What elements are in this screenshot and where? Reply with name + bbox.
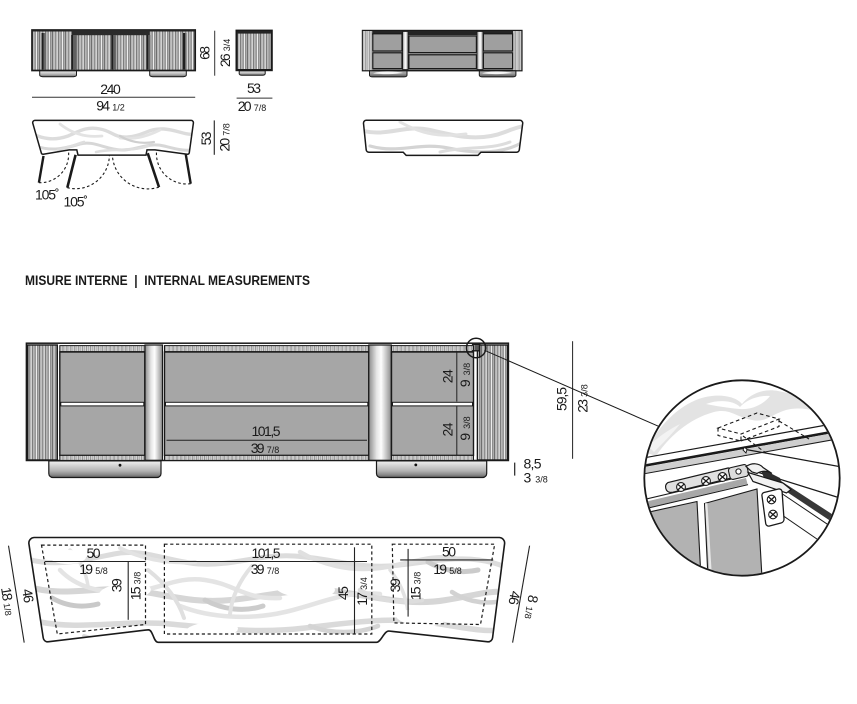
svg-text:59,5: 59,5 xyxy=(554,387,570,411)
svg-text:9 3/8: 9 3/8 xyxy=(457,363,473,387)
svg-text:9 3/8: 9 3/8 xyxy=(457,416,473,440)
svg-text:39: 39 xyxy=(387,578,403,592)
svg-text:17 3/4: 17 3/4 xyxy=(354,577,370,605)
svg-text:23 3/8: 23 3/8 xyxy=(575,384,591,412)
svg-text:45: 45 xyxy=(335,586,351,600)
svg-text:39: 39 xyxy=(109,578,125,592)
svg-text:105˚: 105˚ xyxy=(64,194,89,210)
svg-text:50: 50 xyxy=(87,545,101,561)
svg-text:26 3/4: 26 3/4 xyxy=(217,39,233,67)
svg-text:15 3/8: 15 3/8 xyxy=(128,572,144,600)
svg-text:8 1/8: 8 1/8 xyxy=(522,594,542,621)
svg-text:53: 53 xyxy=(247,80,261,96)
svg-text:3 3/8: 3 3/8 xyxy=(524,470,548,486)
svg-text:39 7/8: 39 7/8 xyxy=(251,561,279,577)
svg-text:46: 46 xyxy=(19,588,37,605)
svg-text:24: 24 xyxy=(440,422,456,436)
svg-text:53: 53 xyxy=(198,131,214,145)
svg-text:20 7/8: 20 7/8 xyxy=(238,98,266,114)
svg-text:19 5/8: 19 5/8 xyxy=(79,561,107,577)
svg-text:101,5: 101,5 xyxy=(252,545,281,561)
svg-text:20 7/8: 20 7/8 xyxy=(217,123,233,151)
svg-text:18 1/8: 18 1/8 xyxy=(0,586,18,617)
svg-text:46: 46 xyxy=(505,590,523,607)
svg-text:24: 24 xyxy=(440,369,456,383)
svg-text:39 7/8: 39 7/8 xyxy=(251,440,279,456)
svg-text:50: 50 xyxy=(442,544,456,560)
svg-text:68: 68 xyxy=(197,46,213,60)
svg-text:MISURE INTERNE | INTERNAL ME: MISURE INTERNE | INTERNAL MEASUREMENTS xyxy=(25,273,310,288)
svg-text:101,5: 101,5 xyxy=(252,423,281,439)
svg-text:19 5/8: 19 5/8 xyxy=(433,561,461,577)
svg-text:105˚: 105˚ xyxy=(35,187,60,203)
svg-text:240: 240 xyxy=(100,81,121,97)
svg-text:94 1/2: 94 1/2 xyxy=(96,98,124,114)
svg-text:15 3/8: 15 3/8 xyxy=(408,572,424,600)
svg-text:8,5: 8,5 xyxy=(524,456,542,472)
